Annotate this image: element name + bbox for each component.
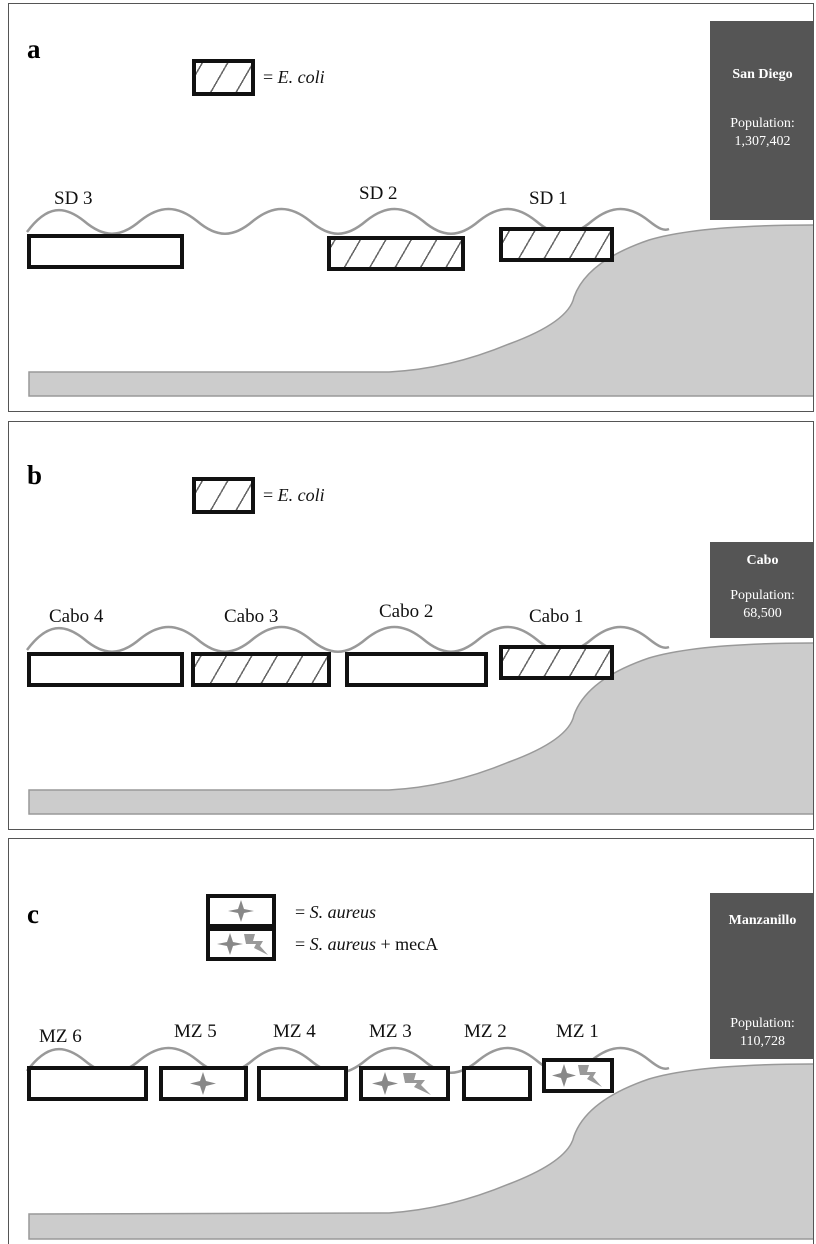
legend-hatched-box <box>192 477 255 514</box>
population-label: Population: <box>730 588 795 603</box>
lightning-bolt-icon <box>403 1073 431 1095</box>
site-box-sd2 <box>327 236 465 271</box>
population-label: Population: <box>730 116 795 131</box>
sparkle-star-icon <box>552 1064 576 1087</box>
legend-text-saureus-meca: = S. aureus + mecA <box>295 934 439 954</box>
site-box-sd3 <box>27 234 184 269</box>
land-mass <box>28 224 813 397</box>
panel-label: b <box>27 460 43 490</box>
site-box-mz4 <box>257 1066 348 1101</box>
city-info-box: San Diego Population: 1,307,402 <box>710 21 813 220</box>
city-info-box: Cabo Population: 68,500 <box>710 542 813 638</box>
legend-text: = E. coli <box>263 67 325 87</box>
lightning-bolt-icon <box>578 1065 602 1087</box>
legend-hatched-box <box>192 59 255 96</box>
coastline-illustration-b <box>25 625 813 815</box>
site-label: SD 3 <box>54 188 93 209</box>
site-icons <box>552 1064 602 1087</box>
panel-c: c = S. aureus = S. aureus + mecA Manzani… <box>8 838 814 1244</box>
site-label: Cabo 4 <box>49 606 104 627</box>
legend-icons <box>217 933 268 955</box>
site-box-mz6 <box>27 1066 148 1101</box>
sparkle-star-icon <box>217 933 243 955</box>
site-label: SD 2 <box>359 183 398 204</box>
sparkle-star-icon <box>372 1072 398 1095</box>
city-name: San Diego <box>732 67 793 82</box>
site-box-cabo2 <box>345 652 488 687</box>
site-box-cabo3 <box>191 652 331 687</box>
site-label: MZ 3 <box>369 1021 412 1042</box>
site-label: Cabo 2 <box>379 601 434 622</box>
site-box-mz2 <box>462 1066 532 1101</box>
site-label: MZ 1 <box>556 1021 599 1042</box>
site-label: MZ 2 <box>464 1021 507 1042</box>
population-value: 68,500 <box>743 605 782 621</box>
population-value: 110,728 <box>740 1033 785 1049</box>
site-label: MZ 4 <box>273 1021 316 1042</box>
legend-text-saureus: = S. aureus <box>295 902 376 922</box>
legend-text: = E. coli <box>263 485 325 505</box>
panel-label: a <box>27 34 41 64</box>
site-box-mz5 <box>159 1066 248 1101</box>
city-name: Cabo <box>746 553 779 568</box>
panel-label: c <box>27 899 39 929</box>
site-label: SD 1 <box>529 188 568 209</box>
site-box-mz3 <box>359 1066 450 1101</box>
panel-a: a = E. coli San Diego Population: 1,307,… <box>8 3 814 412</box>
site-label: MZ 5 <box>174 1021 217 1042</box>
site-label: Cabo 3 <box>224 606 279 627</box>
site-label: Cabo 1 <box>529 606 584 627</box>
site-icons <box>372 1072 431 1095</box>
site-box-mz1 <box>542 1058 614 1093</box>
site-box-cabo4 <box>27 652 184 687</box>
land-mass <box>28 642 813 815</box>
coastline-illustration-a <box>25 207 813 397</box>
ocean-wave <box>25 625 670 653</box>
land-mass <box>28 1063 813 1240</box>
legend-saureus-meca-box <box>206 927 276 961</box>
city-name: Manzanillo <box>728 913 797 928</box>
site-box-sd1 <box>499 227 614 262</box>
population-label: Population: <box>730 1016 795 1031</box>
site-box-cabo1 <box>499 645 614 680</box>
sparkle-star-icon <box>190 1072 216 1095</box>
site-label: MZ 6 <box>39 1026 82 1047</box>
population-value: 1,307,402 <box>734 133 791 149</box>
lightning-bolt-icon <box>244 934 268 955</box>
legend-saureus-box <box>206 894 276 928</box>
ocean-wave <box>25 207 670 235</box>
sparkle-star-icon <box>228 900 254 922</box>
city-info-box: Manzanillo Population: 110,728 <box>710 893 813 1059</box>
panel-b: b = E. coli Cabo Population: 68,500 Cabo… <box>8 421 814 830</box>
